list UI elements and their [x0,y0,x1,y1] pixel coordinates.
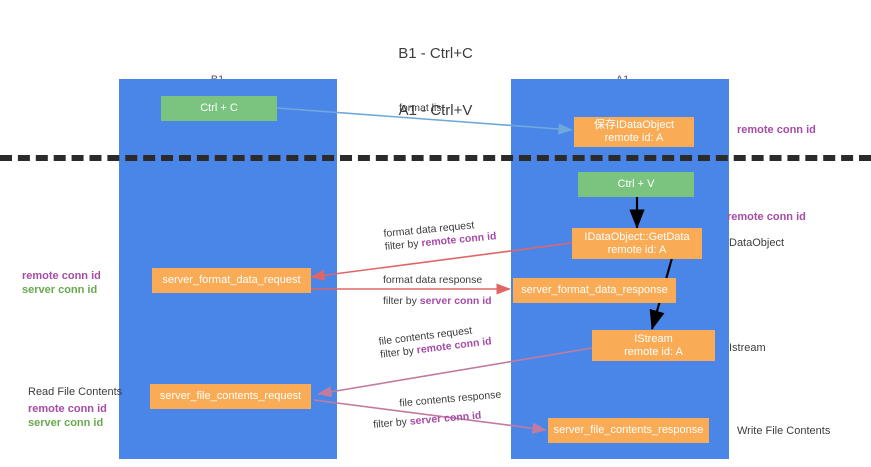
node-server-format-data-response-label: server_format_data_response [521,284,668,296]
annotation-dataobject: DataObject [729,237,785,249]
edge-label-format-data-response: format data response filter by server co… [383,274,492,308]
annotation-read-server-conn-id: server conn id [28,417,104,429]
annotation-right-top-remote-conn-id: remote conn id [737,124,816,136]
edge-label-format-list-text: format list [399,102,445,114]
node-set-data-object-line1: 保存IDataObject [593,119,675,131]
node-set-data-object-line2: remote id: A [604,132,664,144]
node-server-format-data-request-label: server_format_data_request [162,274,301,286]
node-server-file-contents-request[interactable]: server_file_contents_request [150,384,311,409]
annotation-right-mid-remote-conn-id: remote conn id [727,211,806,223]
phase-divider [0,155,871,161]
node-server-file-contents-request-label: server_file_contents_request [159,390,302,402]
annotation-read-remote-conn-id: remote conn id [28,403,107,415]
node-ctrl-c[interactable]: Ctrl + C [161,96,277,121]
node-getdata-line1: IDataObject::GetData [584,230,690,243]
annotation-istream: Istream [729,342,766,354]
node-server-file-contents-response-label: server_file_contents_response [553,424,704,436]
annotation-read-file-contents: Read File Contents [28,386,123,398]
node-getdata-line2: remote id: A [607,243,667,256]
node-server-file-contents-response[interactable]: server_file_contents_response [548,418,709,443]
title-line-1: B1 - Ctrl+C [398,45,473,62]
edge-label-format-data-request-prefix: filter by [384,237,422,253]
node-ctrl-c-label: Ctrl + C [200,102,238,114]
node-server-format-data-response[interactable]: server_format_data_response [513,278,676,303]
node-istream-line2: remote id: A [624,345,683,358]
annotation-left-server-conn-id: server conn id [22,284,98,296]
edge-label-file-contents-response-prefix: filter by [372,415,411,431]
node-ctrl-v[interactable]: Ctrl + V [578,172,694,197]
node-set-data-object[interactable]: 保存IDataObject remote id: A [574,117,694,147]
edge-label-format-data-response-key: server conn id [419,295,492,307]
node-ctrl-v-label: Ctrl + V [617,178,655,190]
edge-label-format-data-response-line1: format data response [383,274,483,286]
edge-label-format-list: format list [399,102,445,115]
node-idataobject-getdata[interactable]: IDataObject::GetData remote id: A [572,228,702,259]
edge-label-file-contents-response-key: server conn id [409,409,482,428]
edge-label-file-contents-response-line1: file contents response [398,388,502,410]
annotation-write-file-contents: Write File Contents [737,425,831,437]
node-server-format-data-request[interactable]: server_format_data_request [152,268,311,293]
edge-label-file-contents-response: file contents response filter by server … [371,389,503,432]
edge-label-format-data-response-prefix: filter by [383,295,420,307]
node-istream[interactable]: IStream remote id: A [592,330,715,361]
node-istream-line1: IStream [634,332,673,345]
edge-label-format-data-request: format data request filter by remote con… [383,217,497,254]
edge-label-file-contents-request: file contents request filter by remote c… [378,322,492,361]
annotation-left-remote-conn-id: remote conn id [22,270,101,282]
